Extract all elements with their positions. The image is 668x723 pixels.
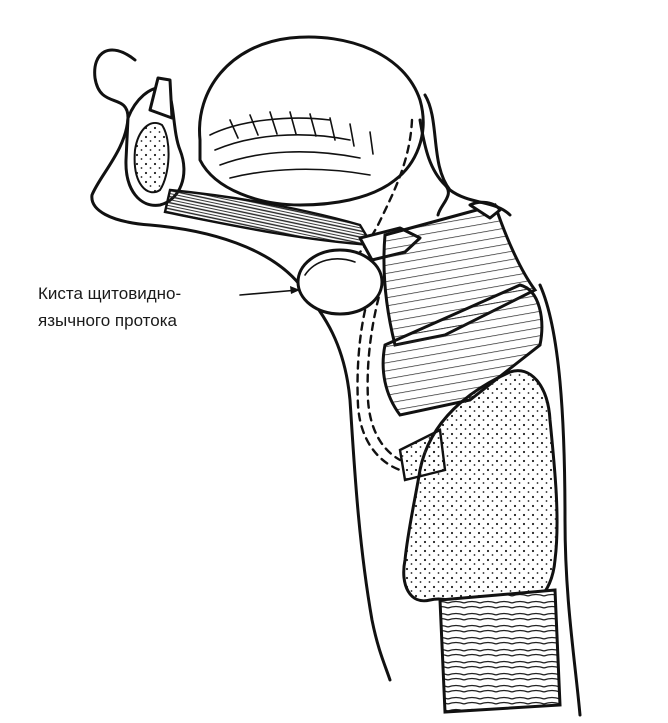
cyst-label-line2: язычного протока <box>38 307 248 334</box>
cyst-label: Киста щитовидно- язычного протока <box>38 280 248 334</box>
trachea <box>440 590 560 712</box>
cyst-label-line1: Киста щитовидно- <box>38 280 248 307</box>
mandible-texture <box>135 123 169 192</box>
pharynx-back-wall <box>425 95 510 215</box>
incisor <box>150 78 172 118</box>
label-pointer-line <box>240 290 298 295</box>
thyroid-isthmus <box>400 430 445 480</box>
